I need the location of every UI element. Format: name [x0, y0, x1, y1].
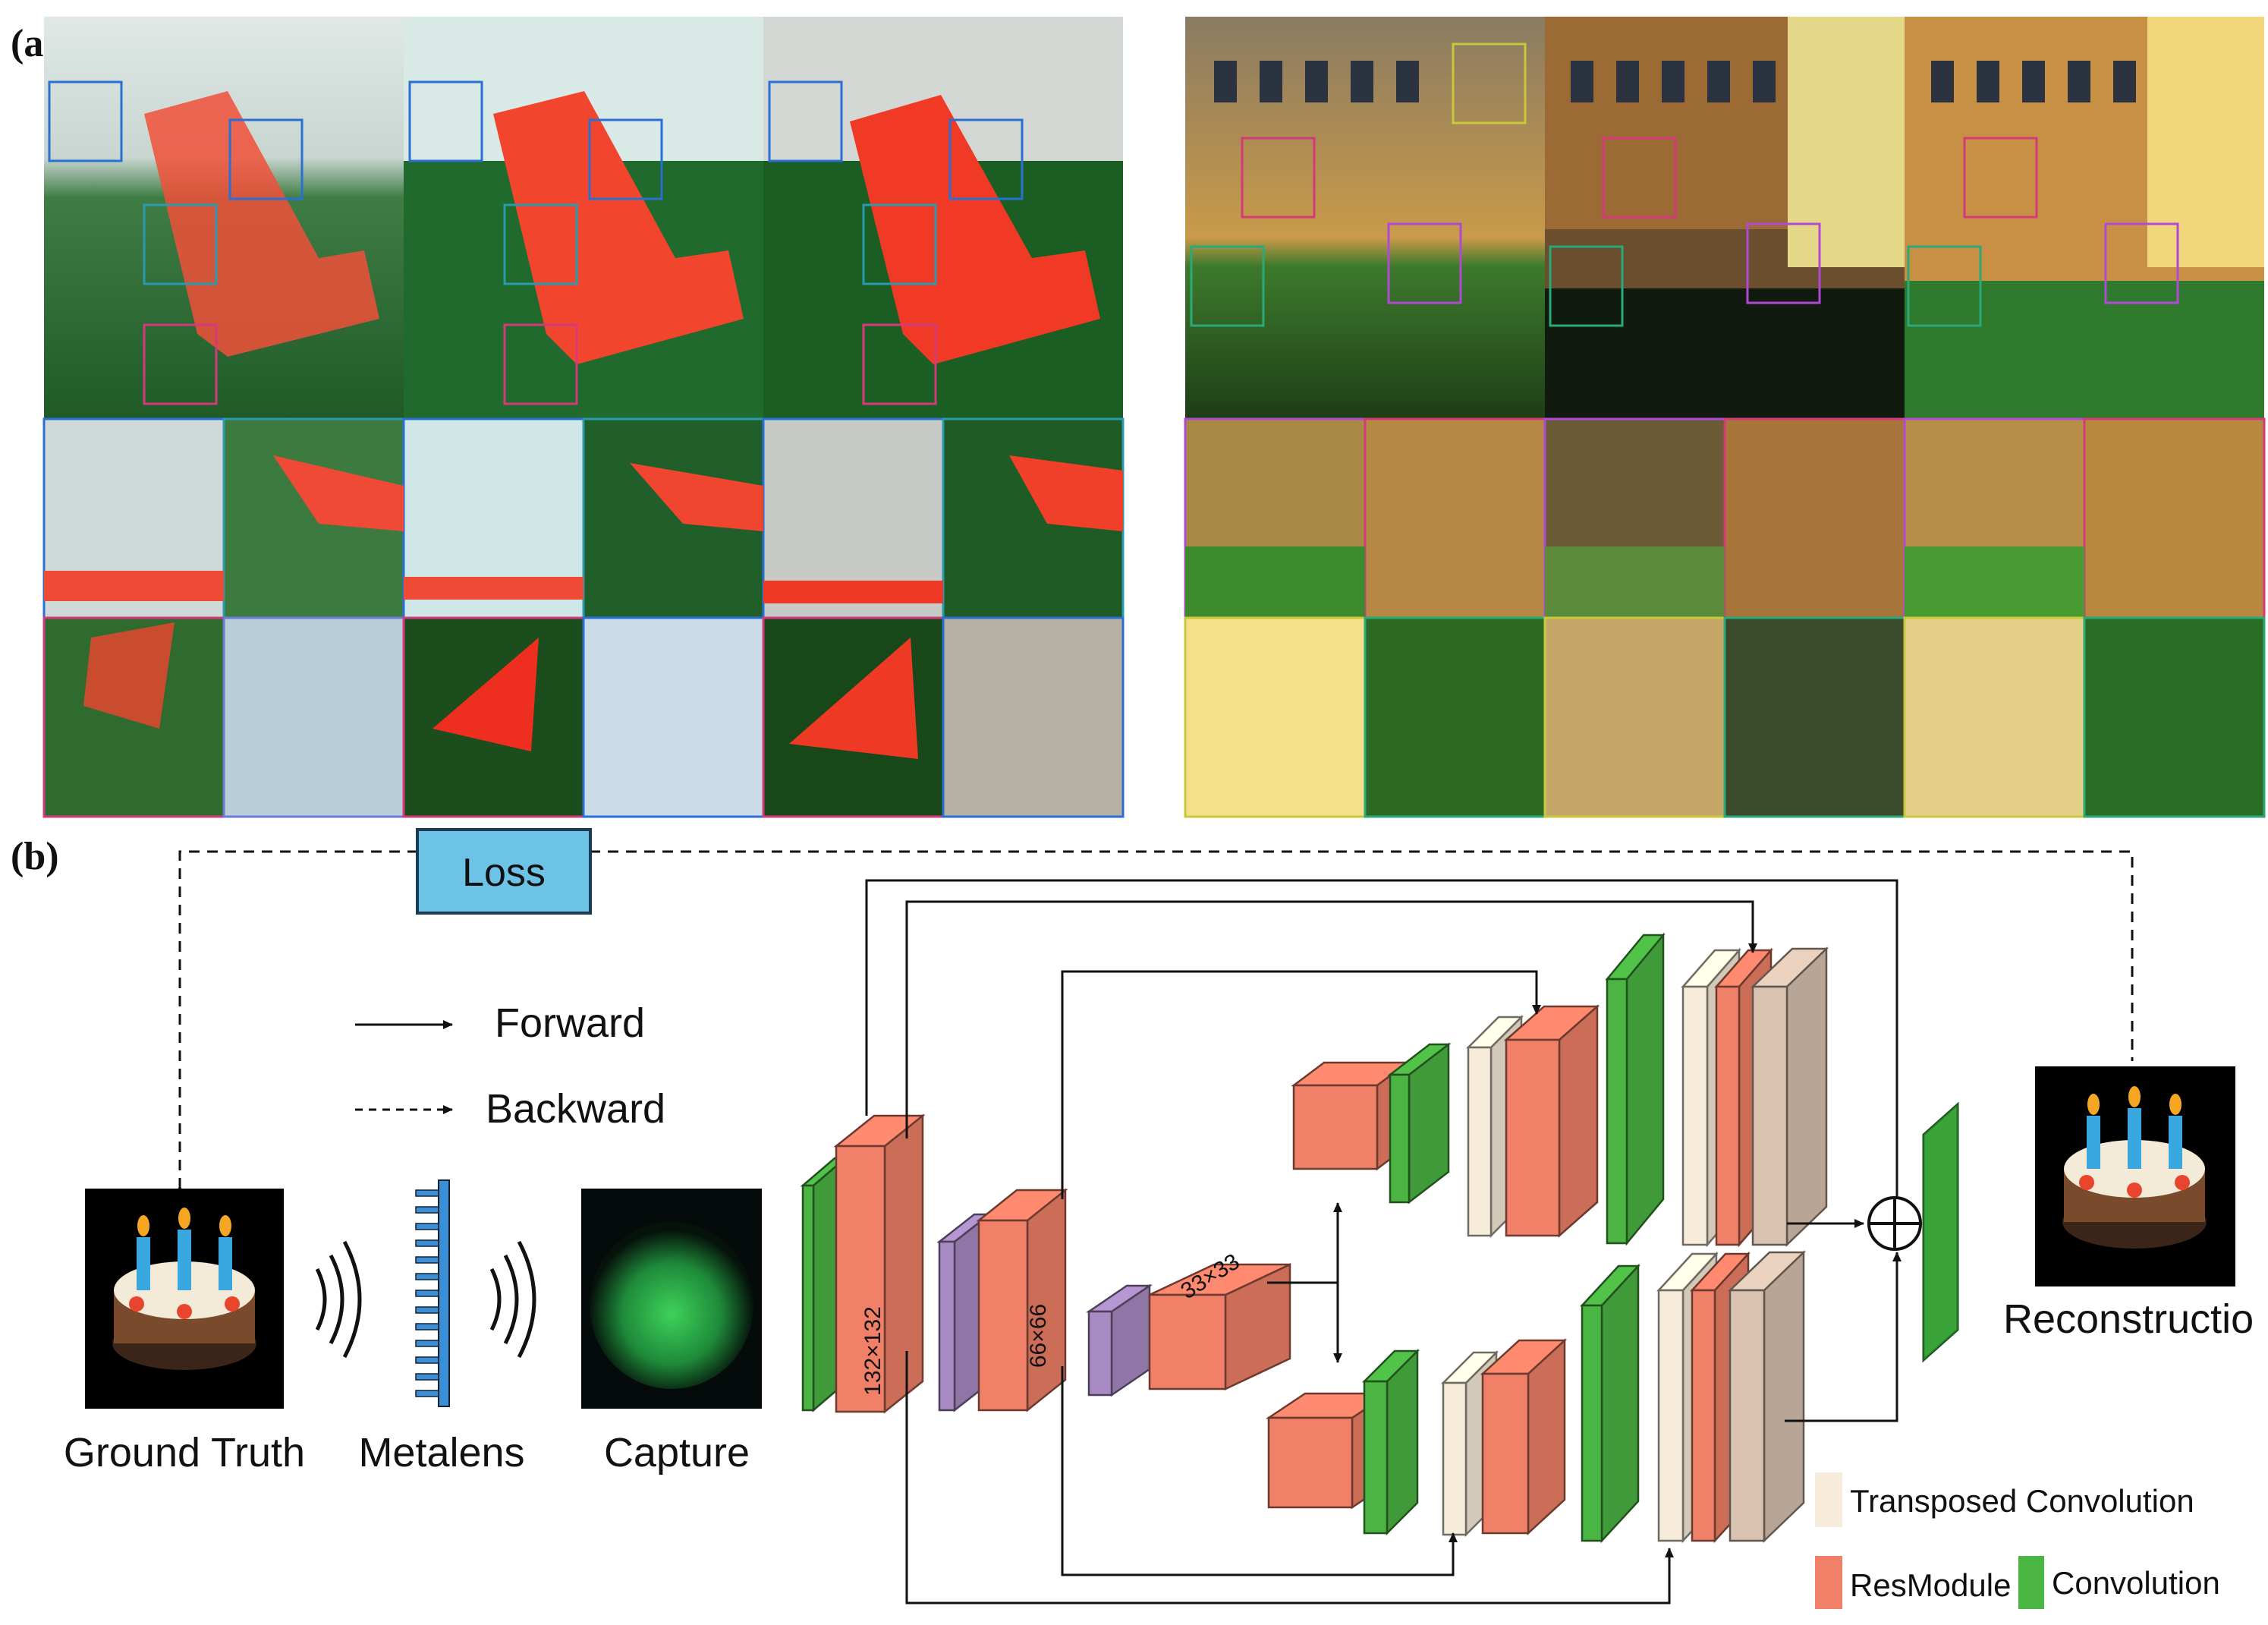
loss-label: Loss [462, 851, 546, 895]
reconstruction-image [2035, 1066, 2235, 1286]
ground-truth-image [85, 1189, 284, 1409]
chair-scene-2 [404, 17, 763, 419]
resmodule-block [1503, 1004, 1600, 1238]
resmodule-swatch [1815, 1556, 1842, 1609]
resmodule-block-132 [833, 1113, 926, 1414]
ground-truth-label: Ground Truth [64, 1430, 305, 1475]
conv-block [1361, 1348, 1420, 1536]
panel-label-b: (b) [11, 835, 59, 878]
legend-convolution-label: Convolution [2052, 1565, 2220, 1601]
wave-icon [489, 1240, 536, 1359]
conv-block [1580, 1263, 1640, 1544]
metalens-label: Metalens [358, 1430, 524, 1475]
chair-scene-3 [763, 17, 1123, 419]
pool-block [1085, 1283, 1153, 1397]
legend-resmodule-label: ResModule [1850, 1567, 2011, 1603]
capture-image [581, 1189, 762, 1409]
resmodule-block [1480, 1338, 1568, 1535]
feature-block [1750, 946, 1829, 1247]
convolution-swatch [2018, 1556, 2044, 1609]
arrow-legend: Forward Backward [355, 1000, 665, 1132]
chair-scene-1 [44, 17, 404, 419]
network-blocks [800, 932, 1829, 1544]
output-convolution-block [1922, 1101, 1959, 1363]
conv-block [1605, 932, 1666, 1246]
capture-label: Capture [604, 1430, 750, 1475]
backward-loss-path [175, 850, 2134, 1195]
transposed-swatch [1815, 1472, 1842, 1527]
chair-photo-grid [42, 17, 1125, 818]
backward-label: Backward [486, 1086, 665, 1132]
resmodule-block-33 [1148, 1263, 1291, 1390]
block-legend: Transposed Convolution ResModule Convolu… [1815, 1472, 2220, 1609]
sum-node-icon [1867, 1196, 1922, 1251]
forward-label: Forward [495, 1000, 645, 1046]
skip-connections [865, 879, 1942, 1605]
conv-block [1387, 1042, 1452, 1205]
wave-icon [315, 1240, 362, 1359]
feature-block [1727, 1250, 1807, 1543]
loss-box [416, 828, 592, 915]
size-label-132: 132×132 [860, 1306, 885, 1396]
building-photo-grid [1184, 17, 2266, 818]
metalens-icon [415, 1179, 450, 1407]
size-label-66: 66×66 [1026, 1304, 1051, 1368]
legend-transposed-label: Transposed Convolution [1850, 1483, 2194, 1519]
reconstruction-label: Reconstructio [2003, 1296, 2254, 1342]
resmodule-block-66 [976, 1188, 1068, 1412]
